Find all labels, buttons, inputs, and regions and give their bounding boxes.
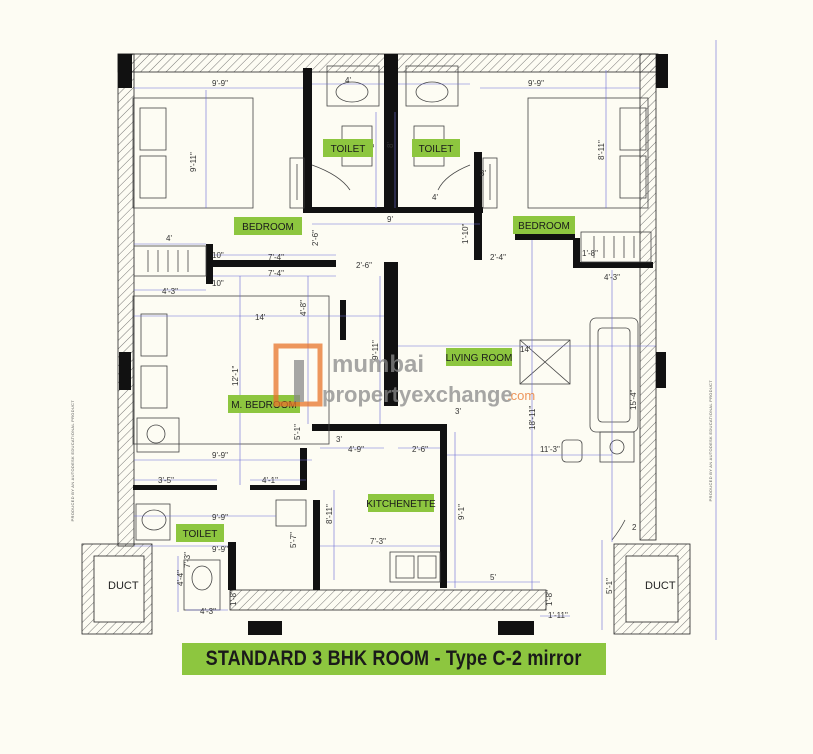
dim-label: 3'-5": [158, 476, 174, 485]
dim-label: 9'-9": [528, 79, 544, 88]
dimension-lines: [134, 40, 717, 640]
plan-title: STANDARD 3 BHK ROOM - Type C-2 mirror: [206, 647, 582, 670]
dim-label: 4'-8": [299, 300, 308, 316]
dim-label: 1'-8": [229, 590, 238, 606]
dim-label: 8': [386, 142, 395, 148]
dim-label: 7'-3": [183, 552, 192, 568]
dim-label: 1'-10": [461, 223, 470, 244]
dim-label: 4'-3": [162, 287, 178, 296]
dim-label: 4'-4": [176, 570, 185, 586]
dim-label: 9'-9": [212, 451, 228, 460]
dim-label: 9'-9": [212, 79, 228, 88]
dim-label: 9': [387, 215, 393, 224]
dim-label: 11'-3": [540, 445, 560, 454]
dim-label: 4': [432, 193, 438, 202]
room-labels: TOILET TOILET BEDROOM BEDROOM M. BEDROOM…: [176, 139, 575, 542]
dim-label: 4': [345, 76, 351, 85]
kitchenette-label: KITCHENETTE: [366, 499, 436, 510]
side-note-right: PRODUCED BY AN AUTODESK EDUCATIONAL PROD…: [708, 380, 713, 502]
dim-label: 5': [490, 573, 496, 582]
duct-right-label: DUCT: [645, 580, 676, 592]
dim-label: 4'-1": [262, 476, 278, 485]
dim-label: 18'-11": [528, 406, 537, 430]
interior-walls: [133, 54, 653, 590]
watermark-logo: mumbai propertyexchange .com: [273, 343, 535, 407]
dim-label: 4'-3": [604, 273, 620, 282]
dim-label: 7'-4": [268, 269, 284, 278]
toilet-bottom-label: TOILET: [183, 529, 218, 540]
watermark-brand-bottom: propertyexchange: [322, 382, 513, 407]
dim-label: 2'-6": [356, 261, 372, 270]
dim-label: 1'-11": [548, 611, 568, 620]
dim-label: 2'-6": [412, 445, 428, 454]
dim-label: 14': [255, 313, 266, 322]
duct-left: DUCT: [81, 543, 153, 635]
master-bedroom-label: M. BEDROOM: [231, 400, 297, 411]
dim-label: 5'-1": [605, 578, 614, 594]
dim-label: 9'-9": [212, 513, 228, 522]
dim-label: 2: [632, 523, 637, 532]
fixtures: [132, 65, 652, 611]
living-room-label: LIVING ROOM: [446, 353, 513, 364]
dim-label: 4'-9": [348, 445, 364, 454]
side-note-left: PRODUCED BY AN AUTODESK EDUCATIONAL PROD…: [70, 400, 75, 522]
dim-label: 2'-4": [490, 253, 506, 262]
bedroom-right-label: BEDROOM: [518, 221, 570, 232]
dim-label: 3': [480, 169, 486, 178]
dim-label: 8'-11": [325, 504, 334, 524]
dimension-labels: 9'-9" 4' 9'-9" 9'-11" 8'-11" 8' 8' 3' 4'…: [158, 76, 638, 620]
dim-label: 9'-11": [189, 152, 198, 172]
title-bar: STANDARD 3 BHK ROOM - Type C-2 mirror: [182, 643, 606, 675]
dim-label: 12'-1": [231, 365, 240, 386]
dim-label: 14': [520, 345, 531, 354]
dim-label: 9'-9": [212, 545, 228, 554]
duct-left-label: DUCT: [108, 580, 139, 592]
dim-label: 4': [166, 234, 172, 243]
dim-label: 7'-4": [268, 253, 284, 262]
dim-label: 8'-11": [597, 140, 606, 160]
dim-label: 5'-7": [289, 532, 298, 548]
outer-walls: [117, 53, 668, 635]
dim-label: 10": [212, 251, 224, 260]
bedroom-left-label: BEDROOM: [242, 222, 294, 233]
watermark-brand-suffix: .com: [507, 388, 535, 403]
dim-label: 7'-3": [370, 537, 386, 546]
dim-label: 2'-6": [311, 230, 320, 246]
toilet-top-right-label: TOILET: [419, 144, 454, 155]
dim-label: 10": [212, 279, 224, 288]
dim-label: 3': [455, 407, 461, 416]
duct-right: DUCT: [613, 543, 691, 635]
dim-label: 1'-8": [545, 590, 554, 606]
dim-label: 4'-3": [200, 607, 216, 616]
dim-label: 9'-11": [371, 340, 380, 360]
dim-label: 1'-8": [582, 249, 598, 258]
dim-label: 15'-4": [629, 389, 638, 410]
dim-label: 3': [336, 435, 342, 444]
toilet-top-left-label: TOILET: [331, 144, 366, 155]
watermark-brand-top: mumbai: [332, 351, 424, 378]
dim-label: 9'-1": [457, 504, 466, 520]
dim-label: 5'-1": [293, 424, 302, 440]
